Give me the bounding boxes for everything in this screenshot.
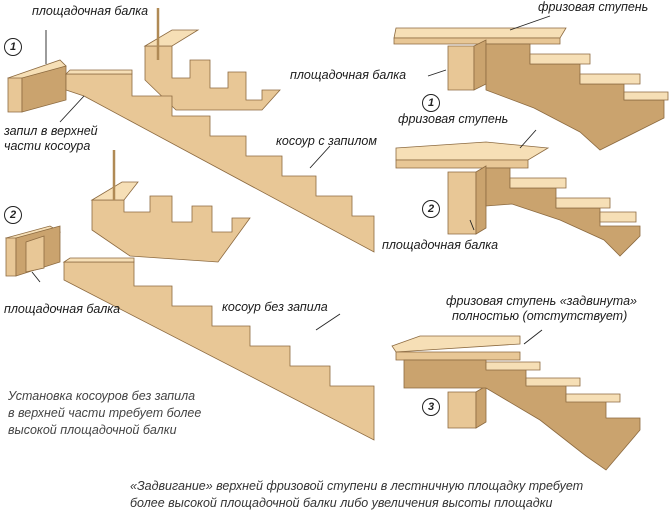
bottom-caption-line: более высокой площадочной балки либо уве… (130, 496, 553, 510)
right-1-step-label: фризовая ступень (538, 0, 649, 14)
left-caption-line: в верхней части требует более (8, 406, 202, 420)
right-2-top-step (395, 141, 550, 169)
right-3-step-label-line: фризовая ступень «задвинута» (446, 294, 637, 308)
left-2-beam-block (4, 225, 62, 277)
left-2-stringer-label: косоур без запила (222, 300, 328, 314)
right-1-beam (447, 39, 487, 91)
left-1-stringer-with-notch (65, 69, 375, 253)
right-3-step-label-line: полностью (отстутствует) (452, 309, 628, 323)
right-3-step-label: фризовая ступень «задвинута» полностью (… (446, 294, 637, 324)
left-caption-line: высокой площадочной балки (8, 423, 177, 437)
right-3-number-badge: 3 (422, 398, 440, 416)
left-1-notch-label-line: части косоура (4, 139, 91, 153)
right-2-number-badge: 2 (422, 200, 440, 218)
right-1-stair-body (485, 43, 669, 151)
left-caption-line: Установка косоуров без запила (8, 389, 196, 403)
right-3-stair-body (403, 359, 641, 471)
left-2-stringer-without-notch (62, 257, 375, 441)
leader-lines (31, 15, 551, 345)
right-2-step-label: фризовая ступень (398, 112, 509, 126)
right-3-beam (447, 385, 487, 429)
left-1-stringer-label: косоур с запилом (276, 134, 377, 148)
right-1-number-badge: 1 (422, 94, 440, 112)
left-1-number-badge: 1 (4, 38, 22, 56)
right-2-beam (447, 165, 487, 235)
left-caption: Установка косоуров без запила в верхней … (8, 388, 201, 439)
right-2-beam-label: площадочная балка (382, 238, 499, 252)
right-2-stair-body (485, 167, 641, 257)
left-1-notch-label-line: запил в верхней (4, 124, 98, 138)
right-1-top-step (393, 27, 567, 45)
right-3-landing (391, 335, 521, 361)
left-1-beam-label: площадочная балка (32, 4, 149, 18)
left-2-upper-stringer-fragment (90, 150, 251, 263)
left-2-beam-label: площадочная балка (4, 302, 121, 316)
left-1-upper-stringer-fragment (143, 8, 281, 111)
left-1-notch-label: запил в верхней части косоура (4, 124, 98, 154)
bottom-caption-line: «Задвигание» верхней фризовой ступени в … (130, 479, 584, 493)
left-1-beam-block (7, 59, 67, 113)
bottom-caption: «Задвигание» верхней фризовой ступени в … (130, 478, 583, 512)
right-1-beam-label: площадочная балка (290, 68, 407, 82)
left-2-number-badge: 2 (4, 206, 22, 224)
